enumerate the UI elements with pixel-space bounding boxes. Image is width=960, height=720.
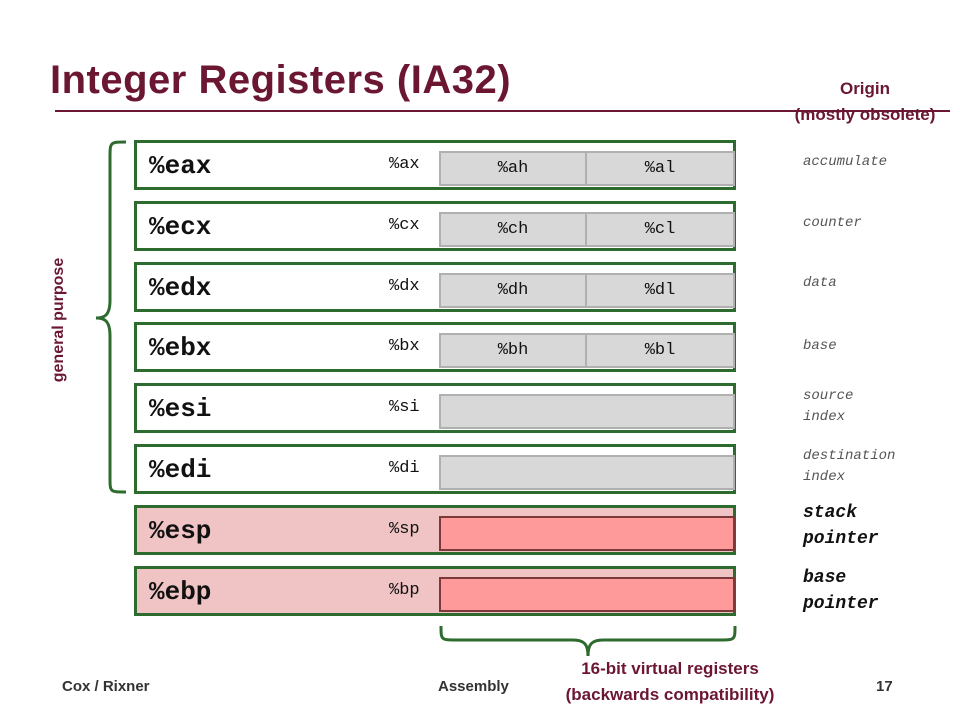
register-name: %edx <box>149 273 212 303</box>
virtual-registers-label-line-2: (backwards compatibility) <box>565 685 775 704</box>
origin-line: base <box>803 568 847 588</box>
register-16bit-box <box>439 455 735 490</box>
register-16bit-box <box>439 577 735 612</box>
register-edx: %edx %dx %dh %dl <box>134 262 736 312</box>
register-16bit-box <box>439 394 735 429</box>
register-high-byte: %bh <box>441 335 587 366</box>
register-low-byte: %al <box>644 159 676 178</box>
register-low-byte: %bl <box>644 341 676 360</box>
origin-edx: data <box>803 273 953 294</box>
register-16bit-box: %dh %dl <box>439 273 735 308</box>
origin-eax: accumulate <box>803 152 953 173</box>
origin-line: source <box>803 388 854 404</box>
general-purpose-brace <box>95 140 127 494</box>
origin-line: index <box>803 469 846 485</box>
register-16bit-box: %ch %cl <box>439 212 735 247</box>
register-name: %esi <box>149 394 212 424</box>
register-16bit-name: %bp <box>389 581 420 600</box>
register-16bit-box <box>439 516 735 551</box>
origin-line: stack <box>803 503 858 523</box>
title-underline <box>55 110 950 112</box>
virtual-registers-brace <box>439 625 737 657</box>
origin-line: destination <box>803 448 896 464</box>
register-name: %edi <box>149 455 212 485</box>
origin-esp: stack pointer <box>803 500 953 552</box>
register-esi: %esi %si <box>134 383 736 433</box>
origin-line: base <box>803 338 837 354</box>
slide-title: Integer Registers (IA32) <box>50 58 512 102</box>
register-16bit-name: %ax <box>389 155 420 174</box>
register-low-byte: %dl <box>644 281 676 300</box>
origin-line: counter <box>803 215 862 231</box>
footer-topic: Assembly <box>438 678 509 695</box>
origin-edi: destination index <box>803 446 953 488</box>
register-name: %esp <box>149 516 212 546</box>
register-eax: %eax %ax %ah %al <box>134 140 736 190</box>
register-16bit-name: %di <box>389 459 420 478</box>
virtual-registers-label: 16-bit virtual registers (backwards comp… <box>510 656 830 708</box>
register-16bit-name: %si <box>389 398 420 417</box>
register-name: %ebx <box>149 333 212 363</box>
register-edi: %edi %di <box>134 444 736 494</box>
origin-line: pointer <box>803 529 879 549</box>
register-ebx: %ebx %bx %bh %bl <box>134 322 736 372</box>
register-ecx: %ecx %cx %ch %cl <box>134 201 736 251</box>
origin-line: accumulate <box>803 154 888 170</box>
register-name: %eax <box>149 151 212 181</box>
register-name: %ecx <box>149 212 212 242</box>
origin-heading-line-2: (mostly obsolete) <box>794 105 936 124</box>
origin-line: data <box>803 275 837 291</box>
register-high-byte: %ah <box>441 153 587 184</box>
footer-page-number: 17 <box>876 678 893 695</box>
footer-author: Cox / Rixner <box>62 678 150 695</box>
register-16bit-name: %bx <box>389 337 420 356</box>
register-16bit-name: %cx <box>389 216 420 235</box>
register-ebp: %ebp %bp <box>134 566 736 616</box>
register-16bit-box: %ah %al <box>439 151 735 186</box>
register-16bit-name: %dx <box>389 277 420 296</box>
origin-ecx: counter <box>803 213 953 234</box>
origin-ebp: base pointer <box>803 565 953 617</box>
origin-heading: Origin (mostly obsolete) <box>770 76 960 128</box>
register-high-byte: %ch <box>441 214 587 245</box>
register-esp: %esp %sp <box>134 505 736 555</box>
register-name: %ebp <box>149 577 212 607</box>
origin-ebx: base <box>803 336 953 357</box>
register-16bit-box: %bh %bl <box>439 333 735 368</box>
origin-esi: source index <box>803 386 953 428</box>
origin-heading-line-1: Origin <box>839 79 891 98</box>
register-high-byte: %dh <box>441 275 587 306</box>
virtual-registers-label-line-1: 16-bit virtual registers <box>581 659 759 678</box>
origin-line: index <box>803 409 846 425</box>
register-16bit-name: %sp <box>389 520 420 539</box>
general-purpose-label: general purpose <box>50 257 67 383</box>
origin-line: pointer <box>803 594 879 614</box>
register-low-byte: %cl <box>644 220 676 239</box>
